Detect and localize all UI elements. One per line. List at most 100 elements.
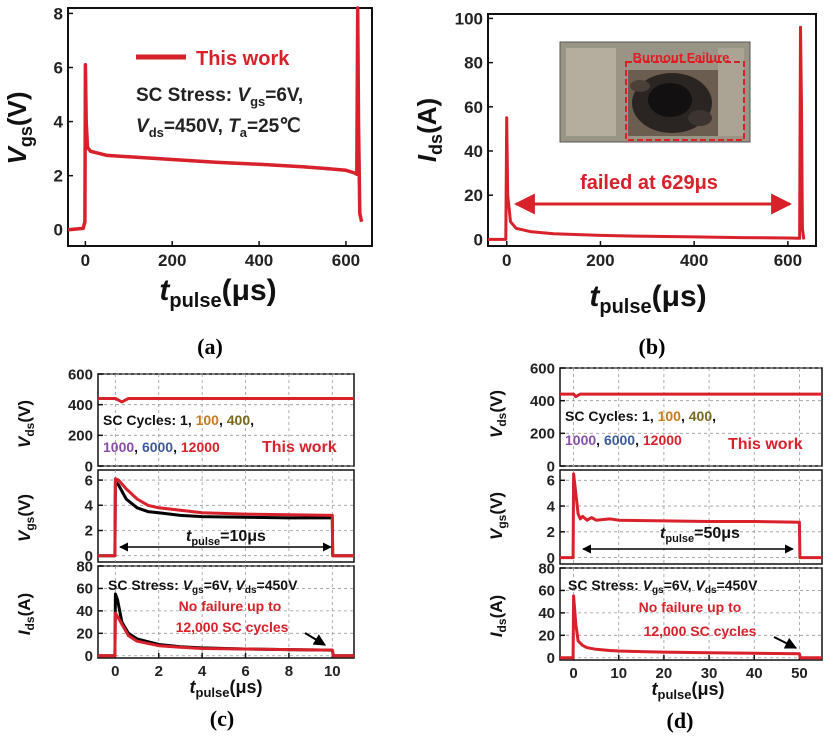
x-axis-title-d: tpulse(μs) xyxy=(652,679,725,702)
y-tick-label-c-0: 0 xyxy=(85,458,93,475)
series-line-d-2-12000 xyxy=(560,594,822,660)
x-axis-title-c: tpulse(μs) xyxy=(190,677,263,700)
tpulse-annotation-c: tpulse=10μs xyxy=(186,528,266,548)
stress-annotation-a-line2: Vds=450V, Ta=25℃ xyxy=(136,116,301,140)
x-tick-label-b: 200 xyxy=(586,251,614,270)
y-tick-label-c-1: 4 xyxy=(85,498,94,515)
y-axis-title-b: Ids(A) xyxy=(412,98,446,162)
x-tick-label-a: 600 xyxy=(332,251,360,270)
tpulse-annotation-d: tpulse=50μs xyxy=(660,525,740,545)
cycles-legend-c-line2: 1000, 6000, 12000 xyxy=(103,439,220,455)
y-tick-label-d-0: 600 xyxy=(530,360,555,377)
y-tick-label-d-2: 0 xyxy=(547,650,555,667)
y-tick-label-a: 2 xyxy=(54,167,63,186)
x-tick-label-c-2: 2 xyxy=(155,663,163,680)
panel-label-c: (c) xyxy=(210,706,234,731)
series-line-a-This work xyxy=(67,6,364,232)
y-tick-label-d-1: 0 xyxy=(547,550,555,567)
cycles-legend-c-line1: SC Cycles: 1, 100, 400, xyxy=(103,412,254,428)
y-tick-label-a: 0 xyxy=(54,221,63,240)
y-axis-title-d-ids: Ids(A) xyxy=(487,595,509,637)
y-axis-title-d-vds: Vds(V) xyxy=(487,390,509,438)
y-tick-label-c-2: 20 xyxy=(76,626,93,643)
y-tick-label-b: 0 xyxy=(474,230,483,249)
y-tick-label-d-2: 20 xyxy=(538,628,555,645)
y-tick-label-b: 100 xyxy=(455,9,483,28)
panel-label-b: (b) xyxy=(639,334,666,359)
x-tick-label-a: 0 xyxy=(81,251,90,270)
y-tick-label-d-1: 2 xyxy=(547,524,555,541)
no-failure-arrow-c xyxy=(304,632,327,646)
series-line-d-0-12000 xyxy=(560,392,822,399)
no-failure-c-line1: No failure up to xyxy=(179,598,282,614)
panel-label-a: (a) xyxy=(197,334,223,359)
sc-stress-annotation-d: SC Stress: Vgs=6V, Vds=450V xyxy=(568,577,758,596)
y-tick-label-c-1: 2 xyxy=(85,523,93,540)
y-axis-title-d-vgs: Vgs(V) xyxy=(487,492,509,540)
y-tick-label-c-1: 6 xyxy=(85,472,93,489)
y-tick-label-a: 8 xyxy=(54,4,63,23)
x-tick-label-c-2: 4 xyxy=(198,663,207,680)
y-axis-title-a: Vgs(V) xyxy=(2,91,36,164)
x-tick-label-c-2: 0 xyxy=(111,663,119,680)
y-tick-label-b: 80 xyxy=(464,54,483,73)
x-tick-label-a: 200 xyxy=(158,251,186,270)
y-tick-label-d-1: 6 xyxy=(547,473,555,490)
x-axis-title-b: tpulse(μs) xyxy=(589,280,706,318)
x-axis-title-a: tpulse(μs) xyxy=(159,274,276,312)
burnout-inset-label: Burnout Failure xyxy=(633,50,730,65)
x-tick-label-d-2: 30 xyxy=(701,665,718,682)
y-axis-title-c-vds: Vds(V) xyxy=(15,400,37,448)
y-tick-label-d-2: 60 xyxy=(538,583,555,600)
plot-frame-c-1 xyxy=(97,469,355,563)
x-tick-label-d-2: 10 xyxy=(610,665,627,682)
y-tick-label-c-2: 0 xyxy=(85,648,93,665)
this-work-label-c: This work xyxy=(262,439,337,456)
plot-frame-a xyxy=(67,7,373,247)
y-tick-label-d-0: 200 xyxy=(530,426,555,443)
y-tick-label-a: 6 xyxy=(54,58,63,77)
cycles-legend-d-line1: SC Cycles: 1, 100, 400, xyxy=(565,408,716,424)
y-tick-label-c-0: 400 xyxy=(68,397,93,414)
failed-annotation: failed at 629μs xyxy=(580,172,718,194)
x-tick-label-d-2: 0 xyxy=(569,665,577,682)
y-tick-label-c-0: 200 xyxy=(68,428,93,445)
stress-annotation-a-line1: SC Stress: Vgs=6V, xyxy=(136,85,303,109)
plot-frame-b xyxy=(487,13,817,247)
y-tick-label-b: 20 xyxy=(464,186,483,205)
plot-frame-d-2 xyxy=(559,567,823,661)
y-axis-title-c-ids: Ids(A) xyxy=(15,593,37,635)
series-line-c-0-12000 xyxy=(98,397,354,404)
y-tick-label-d-0: 400 xyxy=(530,393,555,410)
y-tick-label-a: 4 xyxy=(54,113,64,132)
y-tick-label-b: 40 xyxy=(464,142,483,161)
series-line-d-1-12000 xyxy=(560,472,822,560)
y-tick-label-c-0: 600 xyxy=(68,366,93,383)
y-axis-title-c-vgs: Vgs(V) xyxy=(15,494,37,542)
legend-label-a: This work xyxy=(196,48,290,70)
no-failure-c-line2: 12,000 SC cycles xyxy=(176,619,289,635)
x-tick-label-d-2: 50 xyxy=(791,665,808,682)
x-tick-label-c-2: 10 xyxy=(324,663,341,680)
this-work-label-d: This work xyxy=(728,436,803,453)
y-tick-label-c-2: 80 xyxy=(76,558,93,575)
x-tick-label-a: 400 xyxy=(245,251,273,270)
cycles-legend-d-line2: 1000, 6000, 12000 xyxy=(565,432,682,448)
plot-frame-d-0 xyxy=(559,367,823,467)
y-tick-label-d-2: 40 xyxy=(538,605,555,622)
no-failure-d-line1: No failure up to xyxy=(639,599,742,615)
y-tick-label-d-2: 80 xyxy=(538,560,555,577)
series-line-b-This work xyxy=(488,25,806,241)
y-tick-label-c-2: 40 xyxy=(76,603,93,620)
x-tick-label-d-2: 20 xyxy=(656,665,673,682)
y-tick-label-b: 60 xyxy=(464,98,483,117)
y-tick-label-c-2: 60 xyxy=(76,581,93,598)
x-tick-label-b: 600 xyxy=(774,251,802,270)
x-tick-label-b: 0 xyxy=(502,251,511,270)
sc-stress-annotation-c: SC Stress: Vgs=6V, Vds=450V xyxy=(108,577,298,596)
plot-frame-d-1 xyxy=(559,469,823,565)
